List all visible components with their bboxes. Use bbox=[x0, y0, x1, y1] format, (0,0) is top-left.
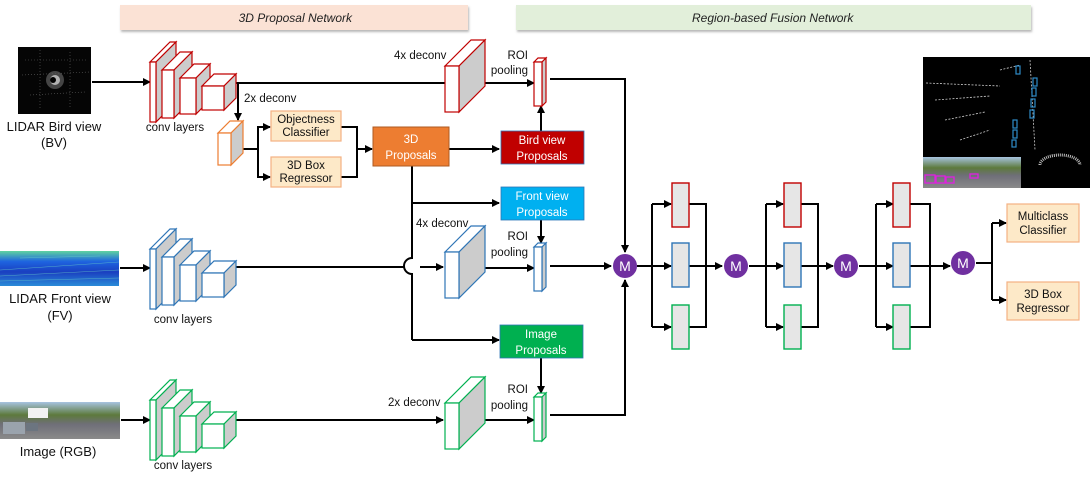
fusion-layer-3-front-view bbox=[892, 242, 911, 288]
rpn-box-regressor-line1: 3D Box bbox=[287, 160, 325, 172]
bird-view-proposals-line1: Bird view bbox=[519, 135, 566, 147]
fusion-layer-2-front-view bbox=[783, 242, 802, 288]
roi-pooling-bird-view bbox=[532, 56, 548, 108]
objectness-classifier-line2: Classifier bbox=[282, 127, 329, 139]
front-view-sublabel: (FV) bbox=[47, 308, 72, 323]
roi-label-rgb-2: pooling bbox=[491, 400, 528, 412]
roi-label-bv-1: ROI bbox=[508, 50, 528, 62]
roi-label-fv-1: ROI bbox=[508, 231, 528, 243]
merge-label-1: M bbox=[619, 258, 631, 274]
rpn-box-regressor-box: 3D Box Regressor bbox=[270, 156, 342, 188]
conv-layers-label-bv: conv layers bbox=[146, 122, 204, 134]
fusion-blocks bbox=[671, 182, 911, 350]
deconv-block-rpn bbox=[216, 119, 245, 167]
input-rgb-image: Image (RGB) bbox=[0, 402, 120, 459]
deconv-4x-label-bv: 4x deconv bbox=[394, 50, 447, 62]
section-header-fusion: Region-based Fusion Network bbox=[516, 5, 1031, 30]
conv-layer-4 bbox=[200, 410, 238, 450]
output-visualization bbox=[923, 57, 1090, 188]
section-title-proposal: 3D Proposal Network bbox=[239, 11, 353, 25]
merge-node-1: M bbox=[613, 254, 637, 278]
image-proposals-line1: Image bbox=[525, 329, 557, 341]
objectness-classifier-line1: Objectness bbox=[277, 114, 335, 126]
bird-view-points bbox=[21, 50, 91, 110]
input-bird-view: LIDAR Bird view (BV) bbox=[7, 47, 102, 150]
input-front-view: LIDAR Front view (FV) bbox=[0, 251, 120, 323]
objectness-classifier-box: Objectness Classifier bbox=[270, 110, 342, 142]
bird-view-proposals-line2: Proposals bbox=[516, 151, 567, 163]
section-header-proposal: 3D Proposal Network bbox=[120, 5, 468, 30]
deconv-cuboid bbox=[443, 375, 487, 451]
roi-cuboid bbox=[532, 56, 548, 108]
roi-pooling-rgb bbox=[532, 391, 548, 443]
conv-layers-rgb bbox=[148, 378, 238, 462]
deconv-cuboid bbox=[443, 224, 487, 300]
merge-node-3: M bbox=[834, 254, 858, 278]
image-proposals-box: Image Proposals bbox=[499, 324, 584, 359]
proposals-3d-line2: Proposals bbox=[385, 150, 436, 162]
roi-label-rgb-1: ROI bbox=[508, 384, 528, 396]
fusion-layer-2-bird-view bbox=[783, 182, 802, 228]
section-title-fusion: Region-based Fusion Network bbox=[692, 11, 854, 25]
deconv-4x-label-fv: 4x deconv bbox=[416, 218, 469, 230]
conv-layer-3 bbox=[178, 62, 212, 116]
bird-view-proposals-box: Bird view Proposals bbox=[500, 130, 585, 165]
fusion-layer-3-bird-view bbox=[892, 182, 911, 228]
roi-label-bv-2: pooling bbox=[491, 65, 528, 77]
conv-layer-4 bbox=[200, 72, 238, 112]
merge-label-4: M bbox=[957, 255, 969, 271]
proposals-3d-box: 3D Proposals bbox=[372, 126, 450, 167]
roi-cuboid bbox=[532, 241, 548, 293]
deconv-block-front-view bbox=[443, 224, 487, 300]
image-proposals-line2: Proposals bbox=[515, 345, 566, 357]
deconv-block-rgb bbox=[443, 375, 487, 451]
front-view-proposals-box: Front view Proposals bbox=[500, 186, 585, 221]
conv-layers-label-fv: conv layers bbox=[154, 314, 212, 326]
fusion-layer-1-image bbox=[671, 304, 690, 350]
roi-label-fv-2: pooling bbox=[491, 247, 528, 259]
merge-label-3: M bbox=[840, 258, 852, 274]
roi-pooling-front-view bbox=[532, 241, 548, 293]
final-box-regressor-line2: Regressor bbox=[1016, 303, 1069, 315]
multiclass-classifier-line2: Classifier bbox=[1019, 225, 1066, 237]
multiclass-classifier-box: Multiclass Classifier bbox=[1006, 203, 1080, 243]
conv-layers-front-view bbox=[148, 227, 238, 311]
final-box-regressor-line1: 3D Box bbox=[1024, 289, 1062, 301]
proposals-3d-line1: 3D bbox=[404, 134, 419, 146]
multiclass-classifier-line1: Multiclass bbox=[1018, 211, 1069, 223]
conv-layers-label-rgb: conv layers bbox=[154, 460, 212, 472]
deconv-cuboid bbox=[443, 38, 487, 114]
front-view-label: LIDAR Front view bbox=[9, 291, 111, 306]
front-view-proposals-line2: Proposals bbox=[516, 207, 567, 219]
deconv-2x-label-rpn: 2x deconv bbox=[244, 93, 297, 105]
conv-layer-4 bbox=[200, 259, 238, 299]
deconv-block-bird-view bbox=[443, 38, 487, 114]
final-box-regressor-box: 3D Box Regressor bbox=[1006, 281, 1080, 321]
merge-label-2: M bbox=[730, 258, 742, 274]
merge-node-4: M bbox=[951, 251, 975, 275]
front-view-proposals-line1: Front view bbox=[515, 191, 569, 203]
bird-view-label: LIDAR Bird view bbox=[7, 119, 102, 134]
conv-layers-bird-view bbox=[148, 40, 238, 124]
deconv-2x-label-rgb: 2x deconv bbox=[388, 397, 441, 409]
fusion-layer-1-bird-view bbox=[671, 182, 690, 228]
bird-view-sublabel: (BV) bbox=[41, 135, 67, 150]
rpn-box-regressor-line2: Regressor bbox=[279, 173, 332, 185]
fusion-layer-2-image bbox=[783, 304, 802, 350]
fusion-layer-3-image bbox=[892, 304, 911, 350]
rgb-label: Image (RGB) bbox=[20, 444, 97, 459]
roi-cuboid bbox=[532, 391, 548, 443]
merge-node-2: M bbox=[724, 254, 748, 278]
deconv-cuboid bbox=[216, 119, 245, 167]
fusion-layer-1-front-view bbox=[671, 242, 690, 288]
